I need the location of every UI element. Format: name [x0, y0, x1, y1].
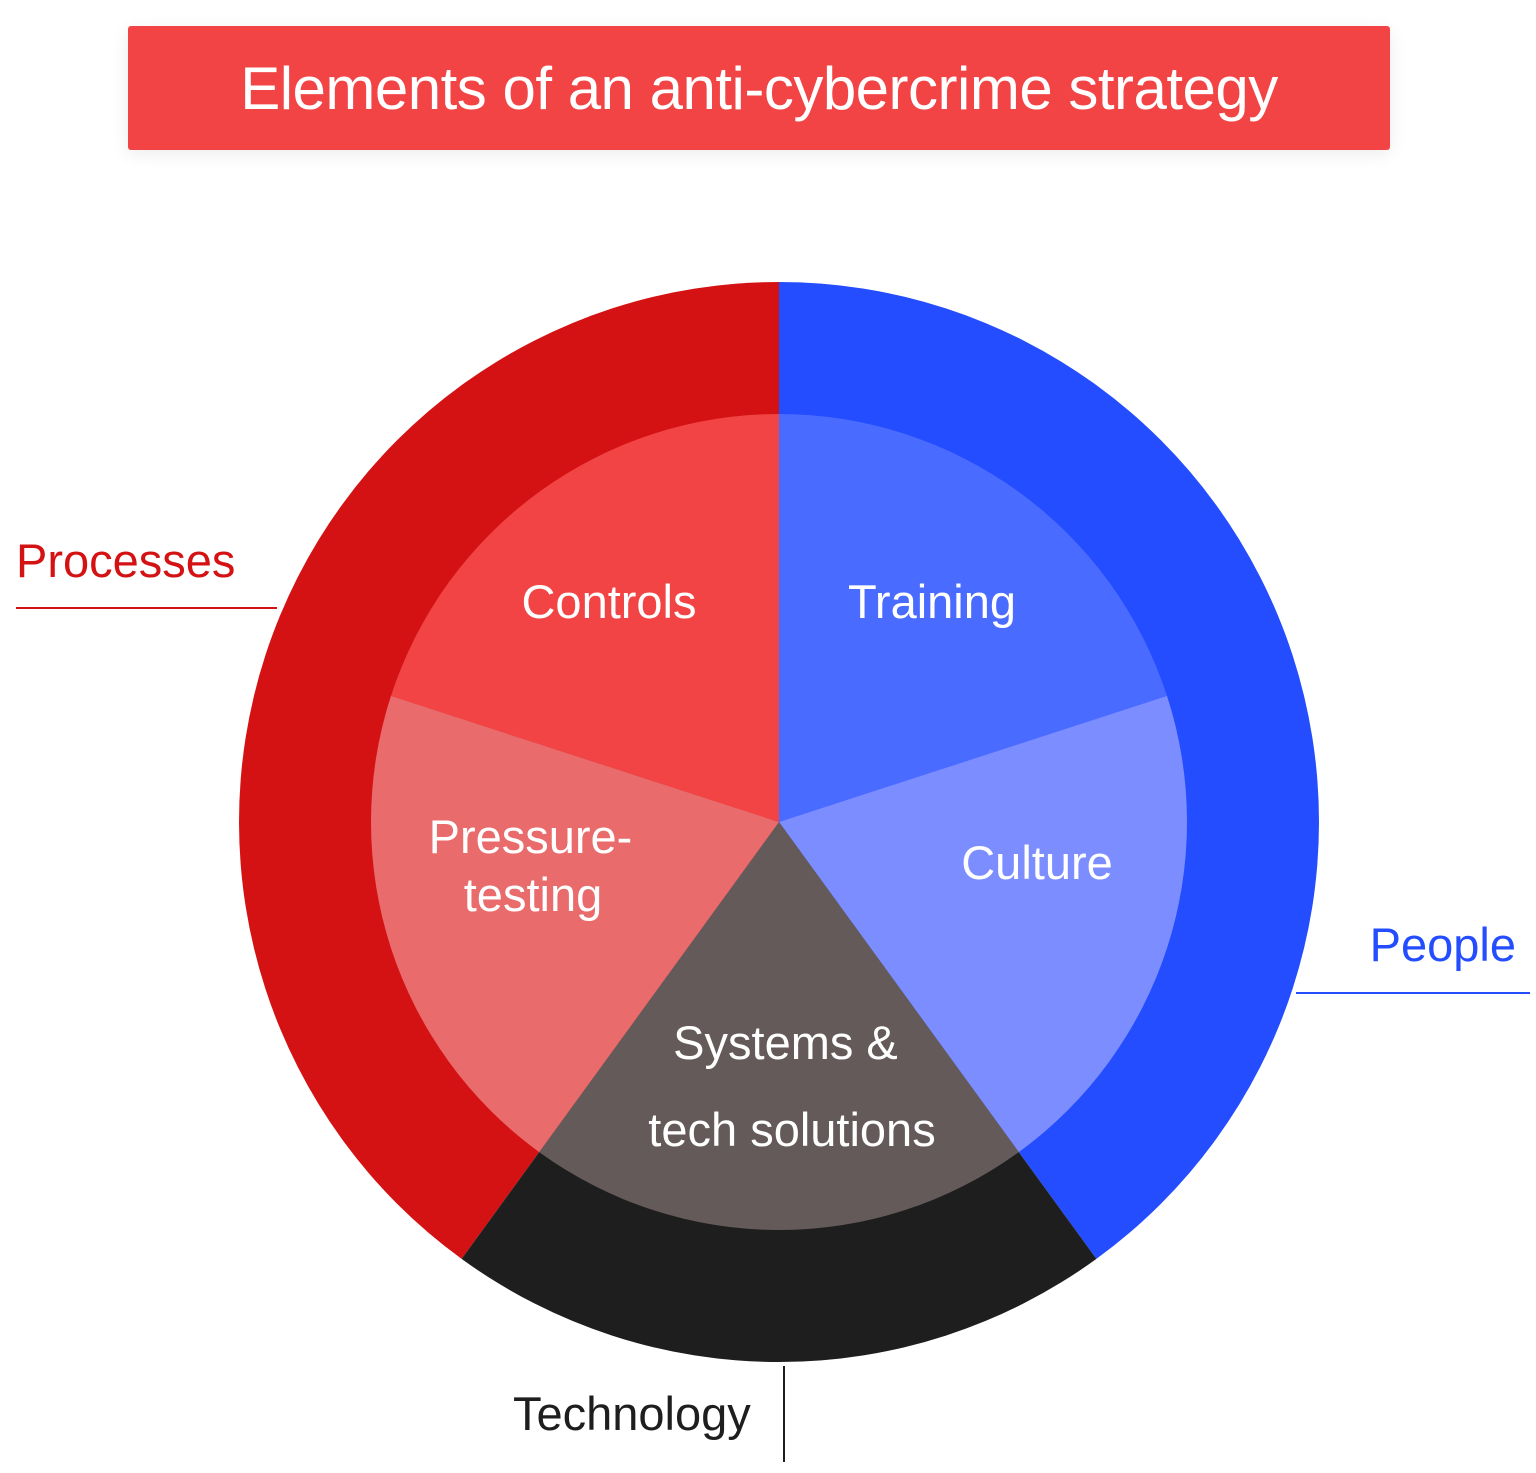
- segment-pressure-testing: [370, 695, 779, 1153]
- segment-culture: [779, 695, 1188, 1153]
- label-culture: Culture: [961, 836, 1113, 889]
- label-controls: Controls: [521, 575, 696, 628]
- leader-line-processes: [16, 607, 277, 609]
- label-systems-tech: Systems & tech solutions: [648, 1016, 935, 1156]
- leader-line-people: [1296, 992, 1530, 994]
- segment-controls: [390, 414, 779, 822]
- diagram-title: Elements of an anti-cybercrime strategy: [240, 54, 1278, 122]
- segment-training: [779, 414, 1168, 822]
- label-technology: Technology: [513, 1387, 751, 1440]
- label-pressure-testing: Pressure- testing: [429, 810, 646, 921]
- label-processes: Processes: [16, 534, 236, 587]
- label-people: People: [1369, 918, 1516, 971]
- label-training: Training: [848, 575, 1016, 628]
- title-banner: Elements of an anti-cybercrime strategy: [128, 26, 1390, 150]
- leader-line-technology: [783, 1366, 785, 1462]
- segment-systems-tech: [539, 822, 1019, 1231]
